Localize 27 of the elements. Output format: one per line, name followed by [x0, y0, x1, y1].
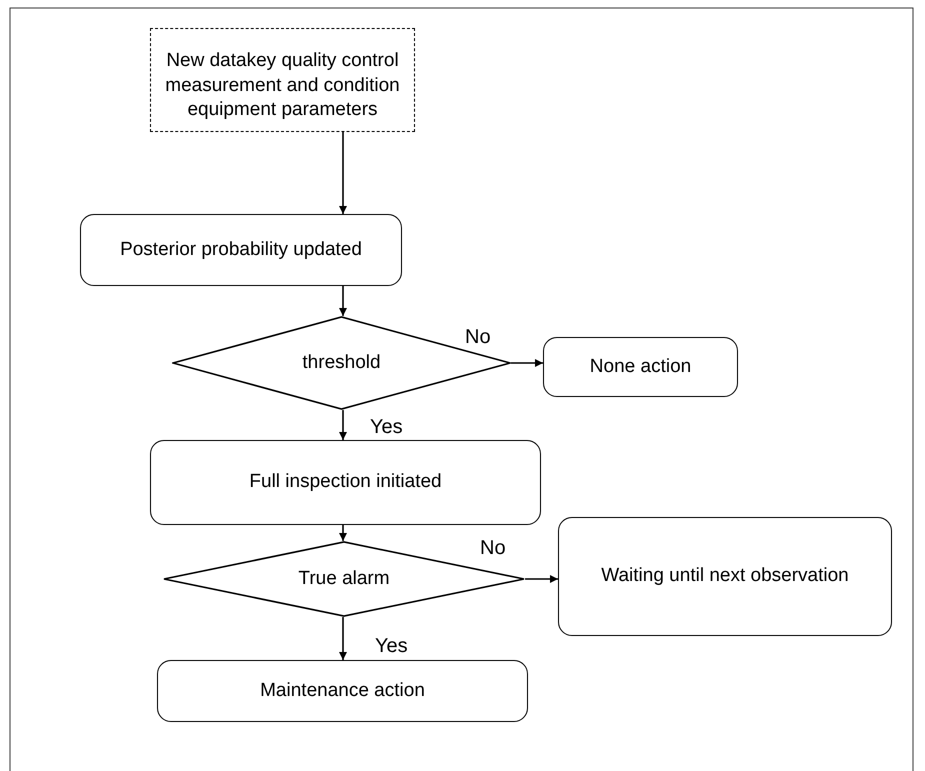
edge-label: No: [465, 326, 491, 349]
arrow: [525, 575, 558, 583]
process-box: [80, 214, 402, 286]
arrow: [339, 617, 347, 660]
edge-label: No: [480, 537, 506, 560]
arrow: [339, 410, 347, 440]
process-box: [150, 440, 541, 525]
node-text: True alarm: [298, 566, 390, 591]
edge-label: Yes: [370, 416, 403, 439]
node-text: Full inspection initiated: [249, 470, 442, 494]
arrow: [339, 132, 347, 214]
node-text: None action: [590, 354, 692, 379]
node-text: Maintenance action: [260, 678, 425, 703]
arrow: [339, 525, 347, 541]
process-box: [558, 517, 892, 636]
process-box: [543, 337, 738, 397]
node-text: Waiting until next observation: [601, 564, 849, 588]
decision-diamond: [163, 541, 525, 617]
input-box: [150, 28, 415, 132]
edge-label: Yes: [375, 635, 408, 658]
arrow: [339, 286, 347, 316]
process-box: [157, 660, 528, 722]
node-text: Posterior probability updated: [120, 238, 362, 262]
arrow: [511, 359, 543, 367]
decision-diamond: [172, 316, 511, 410]
node-text: threshold: [302, 350, 381, 375]
node-text: New datakey quality control measurement and condition equipment parameters: [164, 49, 401, 122]
